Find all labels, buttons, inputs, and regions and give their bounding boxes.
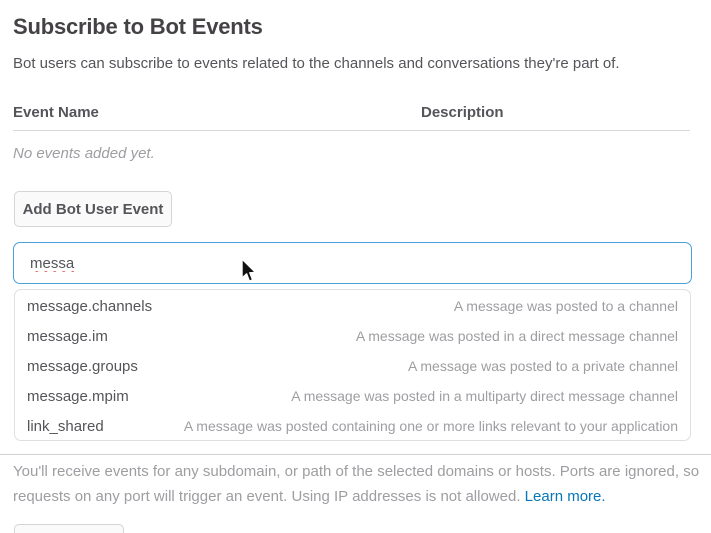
footer-note: You'll receive events for any subdomain,… <box>13 459 703 509</box>
suggestion-name: link_shared <box>27 417 104 435</box>
column-header-event-name: Event Name <box>13 104 99 121</box>
suggestion-name: message.im <box>27 327 108 345</box>
footer-note-line1: You'll receive events for any subdomain,… <box>13 463 700 480</box>
partially-visible-button[interactable] <box>14 524 124 533</box>
learn-more-link[interactable]: Learn more. <box>524 488 606 505</box>
footer-note-line2: requests on any port will trigger an eve… <box>13 488 606 505</box>
suggestion-item-link-shared[interactable]: link_shared A message was posted contain… <box>15 411 690 440</box>
table-header-divider <box>13 130 690 131</box>
suggestion-name: message.channels <box>27 297 153 315</box>
suggestion-item-message-im[interactable]: message.im A message was posted in a dir… <box>15 321 690 351</box>
add-bot-user-event-button[interactable]: Add Bot User Event <box>14 191 172 227</box>
suggestion-name: message.mpim <box>27 387 129 405</box>
suggestion-description: A message was posted in a direct message… <box>355 328 678 344</box>
suggestion-description: A message was posted to a private channe… <box>407 358 678 374</box>
column-header-description: Description <box>421 104 504 121</box>
suggestion-description: A message was posted in a multiparty dir… <box>291 388 678 404</box>
page-title: Subscribe to Bot Events <box>13 14 263 39</box>
suggestion-description: A message was posted to a channel <box>453 298 678 314</box>
event-search-input[interactable] <box>13 242 692 284</box>
suggestion-description: A message was posted containing one or m… <box>183 418 678 434</box>
page-description: Bot users can subscribe to events relate… <box>13 55 620 72</box>
suggestion-item-message-groups[interactable]: message.groups A message was posted to a… <box>15 351 690 381</box>
suggestion-name: message.groups <box>27 357 138 375</box>
suggestion-item-message-mpim[interactable]: message.mpim A message was posted in a m… <box>15 381 690 411</box>
event-suggestion-dropdown: message.channels A message was posted to… <box>14 289 691 441</box>
section-divider <box>0 454 711 455</box>
empty-events-message: No events added yet. <box>13 145 155 162</box>
suggestion-item-message-channels[interactable]: message.channels A message was posted to… <box>15 291 690 321</box>
